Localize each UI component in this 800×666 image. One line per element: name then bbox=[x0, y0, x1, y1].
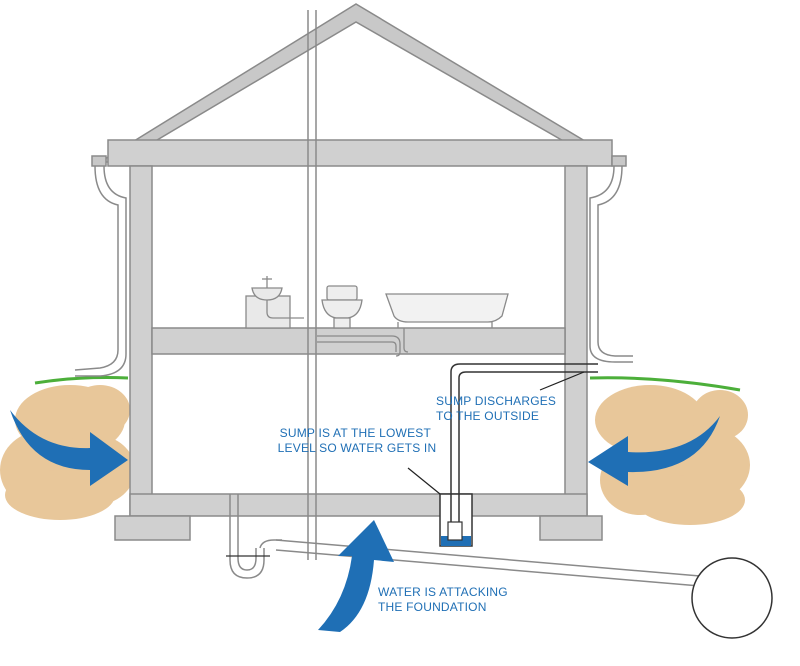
water-arrow-up bbox=[318, 520, 394, 632]
label-sump-discharge: SUMP DISCHARGES TO THE OUTSIDE bbox=[436, 394, 560, 423]
toilet-icon bbox=[321, 285, 363, 329]
bathtub-icon bbox=[385, 293, 509, 328]
leader-sump-location bbox=[407, 467, 441, 495]
gutter-downspout-right bbox=[589, 155, 633, 363]
sump-pit-icon bbox=[439, 493, 473, 547]
fixture-drain-pipe bbox=[317, 328, 409, 357]
grass-right bbox=[589, 376, 741, 392]
sink-icon bbox=[245, 276, 304, 329]
gutter-downspout-left bbox=[74, 155, 127, 377]
water-arrow-right bbox=[588, 416, 720, 486]
water-arrow-left bbox=[10, 410, 128, 486]
grass-left bbox=[34, 376, 129, 385]
p-trap-icon bbox=[226, 494, 282, 579]
label-sump-location: SUMP IS AT THE LOWEST LEVEL SO WATER GET… bbox=[278, 426, 437, 455]
label-water-attack: WATER IS ATTACKING THE FOUNDATION bbox=[378, 585, 511, 614]
drain-pipe-icon bbox=[275, 539, 701, 587]
house-walls bbox=[114, 165, 603, 541]
roof bbox=[97, 3, 623, 167]
leader-sump-discharge bbox=[539, 371, 585, 391]
vent-stack bbox=[307, 10, 317, 560]
sump-discharge-pipe bbox=[450, 363, 598, 522]
sewer-outlet-icon bbox=[691, 557, 773, 639]
